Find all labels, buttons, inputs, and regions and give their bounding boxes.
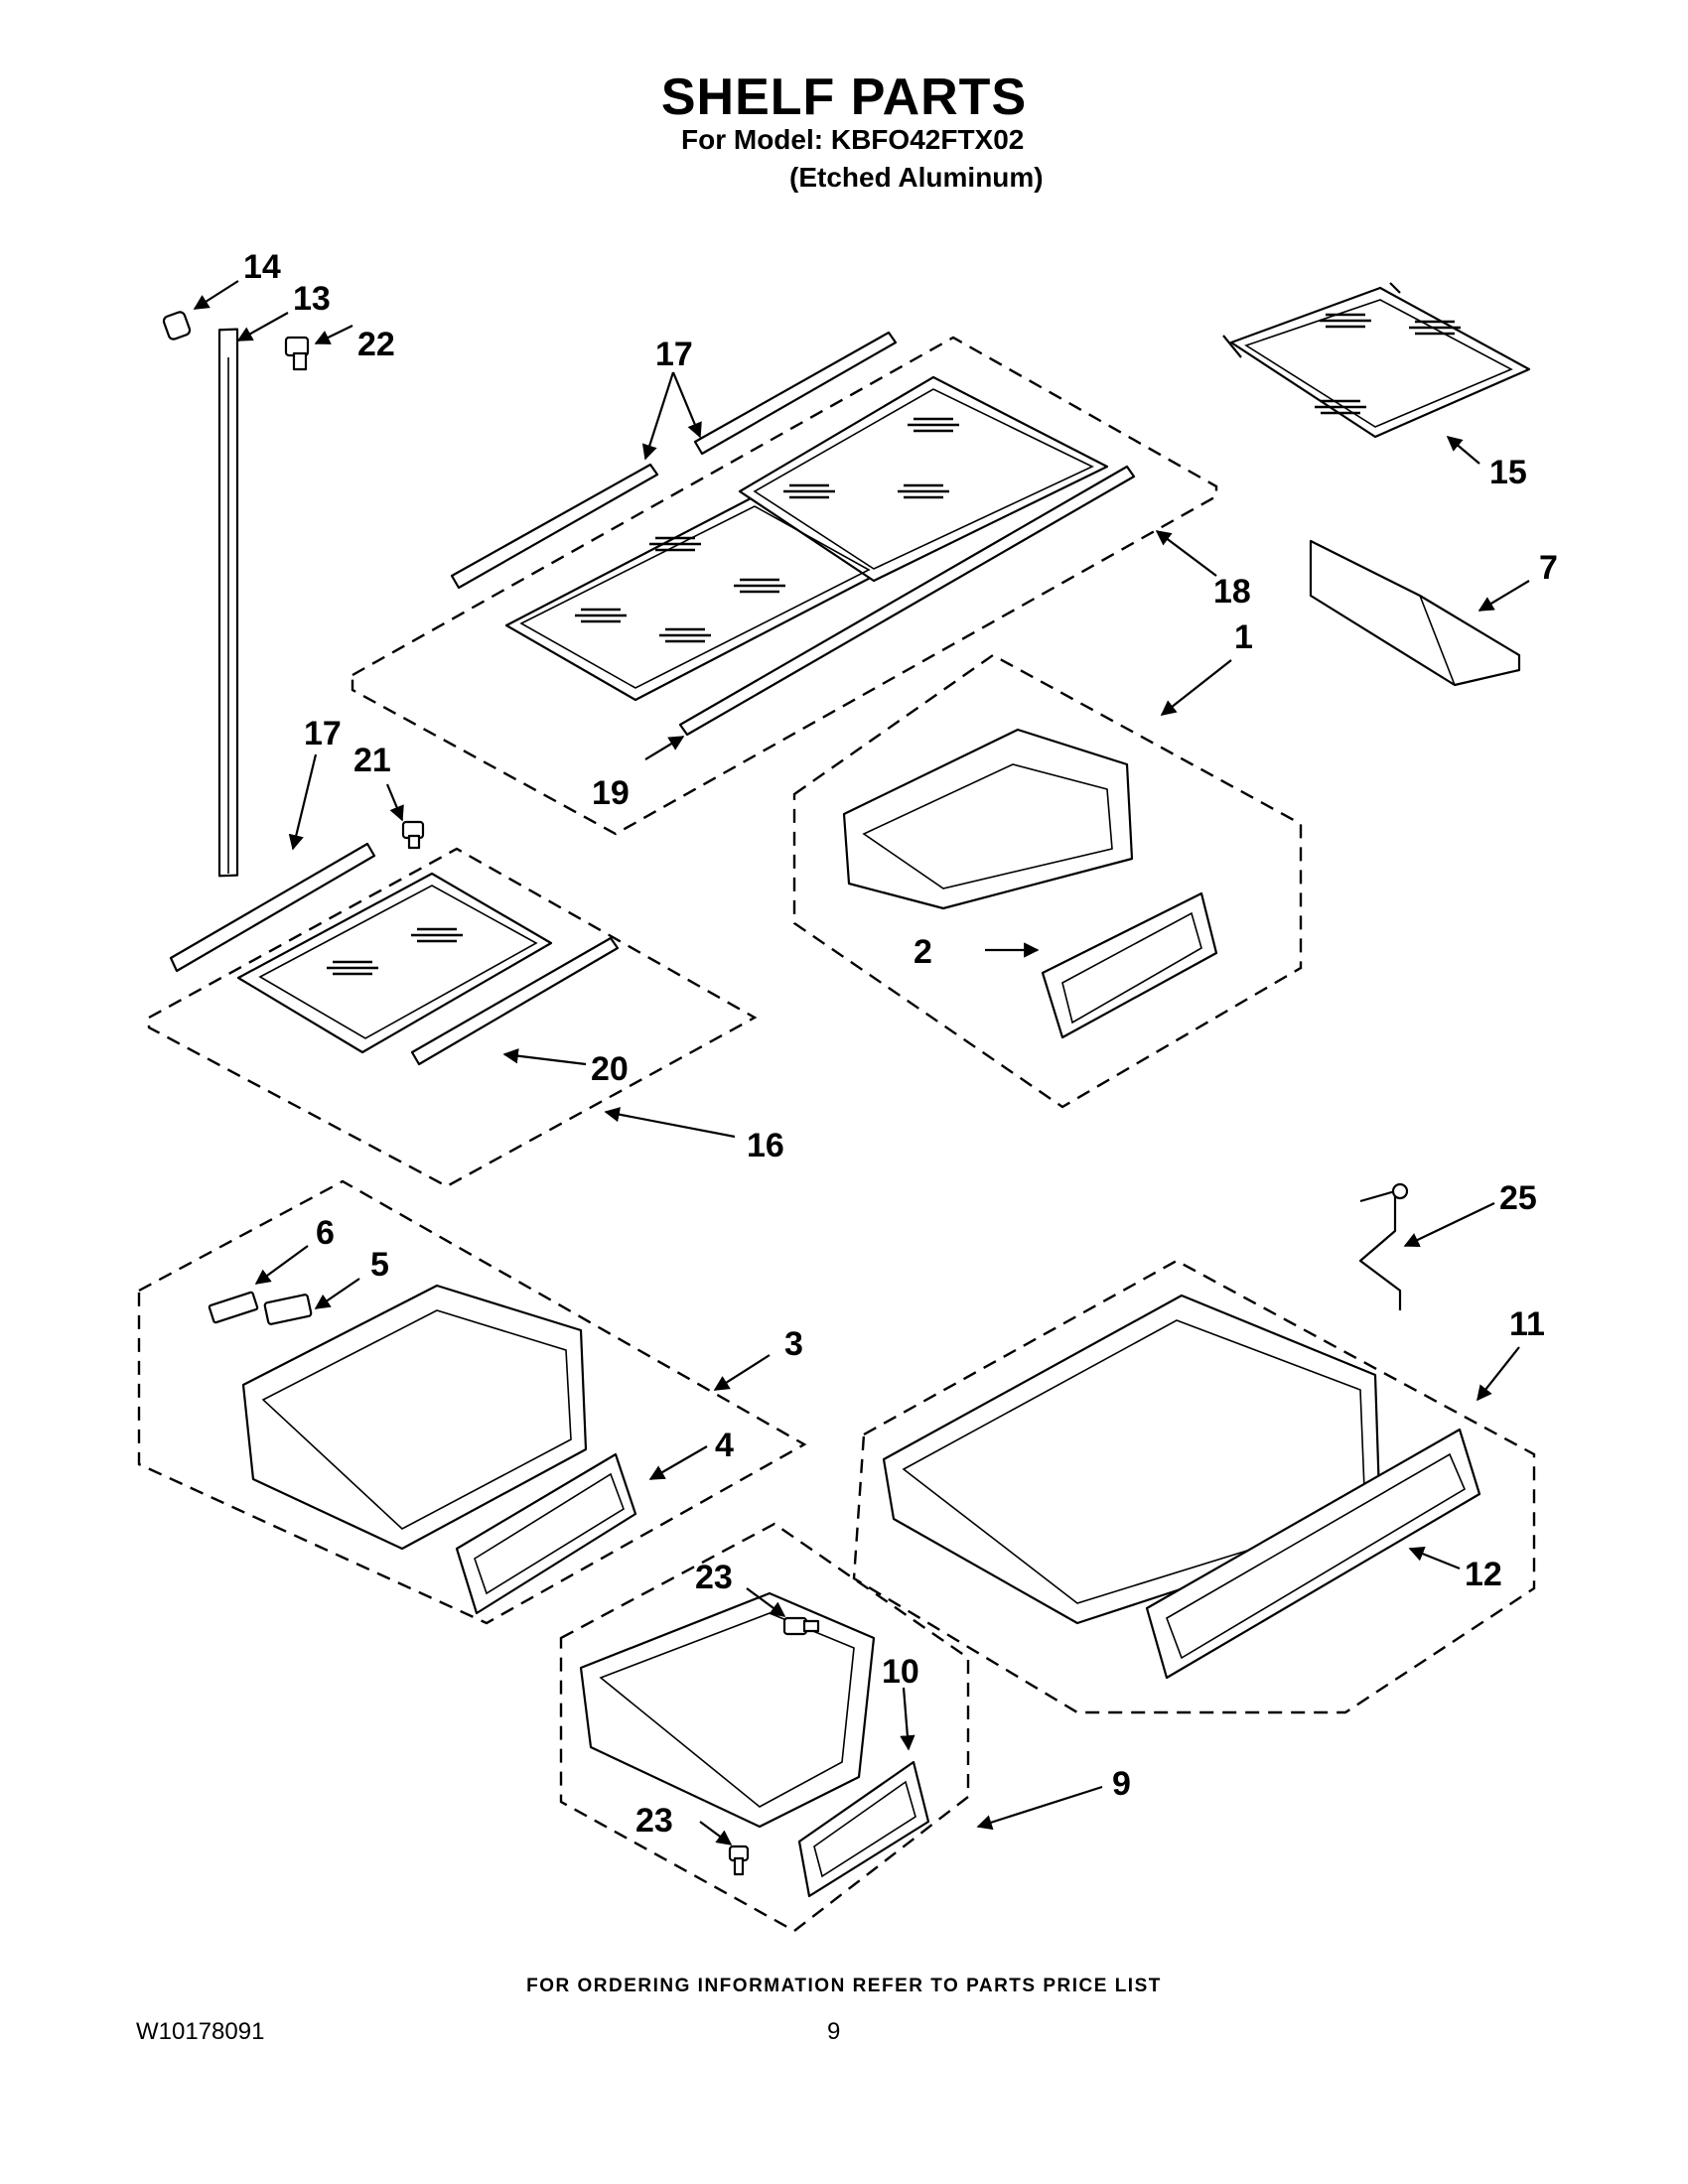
callout-17-lower: 17 (304, 715, 342, 752)
shelf-trim-19 (678, 465, 1136, 737)
shelf-trim-17-left (450, 463, 659, 590)
ladder-screw (284, 336, 310, 371)
callout-5: 5 (370, 1246, 389, 1284)
deli-drawer-outline-3 (137, 1179, 807, 1625)
crisper-assembly-outline-1 (792, 653, 1303, 1109)
shelf-ladder (217, 328, 239, 878)
crisper-front (1041, 891, 1218, 1039)
callout-2: 2 (914, 933, 932, 971)
deli-drawer-bin (241, 1284, 588, 1551)
large-pan-bin (882, 1294, 1382, 1625)
small-pan-outline-9 (559, 1522, 970, 1933)
large-pan-outline-11 (852, 1259, 1536, 1714)
glass-shelf-small (1222, 282, 1531, 439)
glass-shelf-medium (236, 872, 553, 1054)
callout-18: 18 (1213, 573, 1251, 611)
callout-14: 14 (243, 248, 281, 286)
callout-23-lower: 23 (635, 1802, 673, 1840)
callout-3: 3 (784, 1325, 803, 1363)
callout-16: 16 (747, 1127, 784, 1164)
glass-shelf-large (504, 375, 1109, 702)
leader-lines (193, 280, 1530, 1845)
callout-11: 11 (1509, 1305, 1545, 1343)
small-pan-front (797, 1760, 930, 1898)
callout-20: 20 (591, 1050, 629, 1088)
callout-21: 21 (353, 742, 391, 779)
page-number: 9 (827, 2018, 841, 2045)
callout-15: 15 (1489, 454, 1527, 491)
pan-bracket-25 (1358, 1182, 1409, 1310)
shelf-screw-21 (401, 820, 425, 850)
callout-labels: 14 13 22 17 15 7 18 1 19 2 17 21 20 16 6… (243, 248, 1558, 1840)
shelf-trim-20 (410, 936, 620, 1066)
shelf-assembly-outline-16 (147, 847, 758, 1188)
callout-6: 6 (316, 1214, 335, 1252)
shelf-trim-17-lower (169, 842, 376, 973)
etch-hatching (327, 313, 1461, 976)
callout-23-upper: 23 (695, 1559, 733, 1596)
callout-25: 25 (1499, 1179, 1537, 1217)
model-number: For Model: KBFO42FTX02 (681, 124, 1025, 155)
shelf-assembly-outline-18 (351, 336, 1218, 836)
deli-drawer-lens (263, 1294, 313, 1325)
document-number: W10178091 (136, 2018, 265, 2045)
callout-7: 7 (1539, 549, 1558, 587)
pan-screw-23-upper (782, 1616, 820, 1636)
ladder-cap (162, 311, 192, 341)
callout-1: 1 (1234, 618, 1253, 656)
pan-screw-23-lower (728, 1844, 750, 1876)
crisper-bin (842, 728, 1134, 910)
callout-9: 9 (1112, 1765, 1131, 1803)
deli-drawer-front (455, 1452, 637, 1615)
callout-10: 10 (882, 1653, 919, 1691)
shelf-channel (1309, 539, 1521, 687)
shelf-trim-17-right (693, 331, 898, 456)
small-pan-bin (579, 1591, 876, 1829)
callout-4: 4 (715, 1427, 734, 1464)
callout-13: 13 (293, 280, 331, 318)
callout-22: 22 (357, 326, 395, 363)
deli-drawer-bracket (208, 1291, 259, 1324)
ordering-note: FOR ORDERING INFORMATION REFER TO PARTS … (526, 1976, 1162, 1996)
finish-label: (Etched Aluminum) (789, 162, 1044, 193)
callout-19: 19 (592, 774, 630, 812)
callout-12: 12 (1465, 1556, 1502, 1593)
page-title: SHELF PARTS (660, 68, 1028, 126)
large-pan-front (1145, 1428, 1481, 1680)
callout-17-top: 17 (655, 336, 693, 373)
